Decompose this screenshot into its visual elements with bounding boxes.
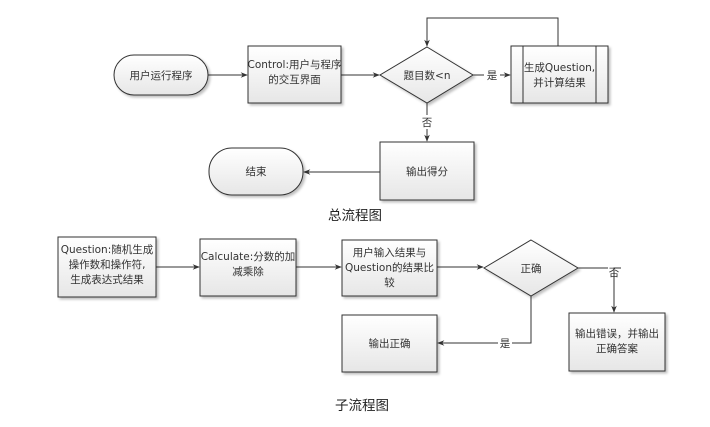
node-generate-question (510, 45, 609, 104)
main-flowchart: 用户运行程序 Control:用户与程序的交互界面 题目数<n 生成Questi… (113, 17, 609, 224)
node-control-label: Control:用户与程序的交互界面 (248, 58, 342, 86)
node-compare (341, 239, 438, 297)
node-output-correct (341, 314, 438, 373)
sub-flowchart: Question:随机生成操作数和操作符, 生成表达式结果 Calculate:分… (57, 236, 666, 414)
node-output-wrong-label: 输出错误，并输出正确答案 (575, 327, 659, 355)
label-line: 操作数和操作符, (69, 258, 146, 271)
node-decision-correct (483, 239, 579, 297)
node-control (247, 45, 342, 104)
sub-flow-caption: 子流程图 (335, 398, 389, 414)
node-output-score (379, 141, 475, 201)
label-line: Control:用户与程序 (248, 58, 342, 71)
label-line: Question:随机生成 (61, 243, 154, 256)
node-decision-question-count (379, 46, 474, 104)
node-end-label: 结束 (246, 165, 267, 178)
node-question-label: Question:随机生成操作数和操作符, 生成表达式结果 (61, 243, 154, 286)
edge-label-yes: 是 (500, 338, 511, 350)
label-line: 输出正确 (369, 337, 411, 350)
node-start (113, 54, 209, 96)
label-line: 用户输入结果与 (353, 246, 427, 259)
node-start-label: 用户运行程序 (130, 69, 193, 82)
edge-generate-loop-back (424, 17, 559, 47)
label-line: 正确 (521, 262, 542, 275)
node-generate-question-label: 生成Question, 并计算结果 (524, 61, 595, 89)
label-line: 较 (384, 276, 395, 289)
node-decision-question-count-label: 题目数<n (404, 69, 451, 82)
node-end (208, 147, 304, 196)
node-output-correct-label: 输出正确 (369, 337, 411, 350)
label-line: 题目数<n (404, 69, 451, 82)
edge-decision-to-correct-a (512, 296, 532, 344)
label-line: 生成Question, (524, 61, 595, 74)
node-question (57, 236, 157, 298)
node-output-score-label: 输出得分 (406, 165, 448, 178)
edge-label-no: 否 (422, 117, 433, 129)
label-line: 的交互界面 (268, 73, 321, 86)
label-line: 输出得分 (406, 165, 448, 178)
label-line: 用户运行程序 (130, 69, 193, 82)
label-line: 并计算结果 (533, 76, 586, 89)
label-line: 生成表达式结果 (70, 273, 144, 286)
node-decision-correct-label: 正确 (521, 262, 542, 275)
node-output-wrong (568, 312, 666, 372)
node-calculate (199, 238, 297, 297)
label-line: 输出错误，并输出 (575, 327, 659, 340)
label-line: 正确答案 (596, 342, 638, 355)
main-flow-caption: 总流程图 (328, 208, 382, 224)
node-compare-label: 用户输入结果与 Question的结果比较 (345, 246, 434, 289)
node-calculate-label: Calculate:分数的加减乘除 (201, 250, 296, 278)
edge-label-no: 否 (609, 267, 620, 279)
label-line: Question的结果比 (345, 261, 434, 274)
edge-label-yes: 是 (487, 70, 498, 82)
label-line: 结束 (246, 165, 267, 178)
label-line: 减乘除 (232, 265, 264, 278)
label-line: Calculate:分数的加 (201, 250, 296, 263)
